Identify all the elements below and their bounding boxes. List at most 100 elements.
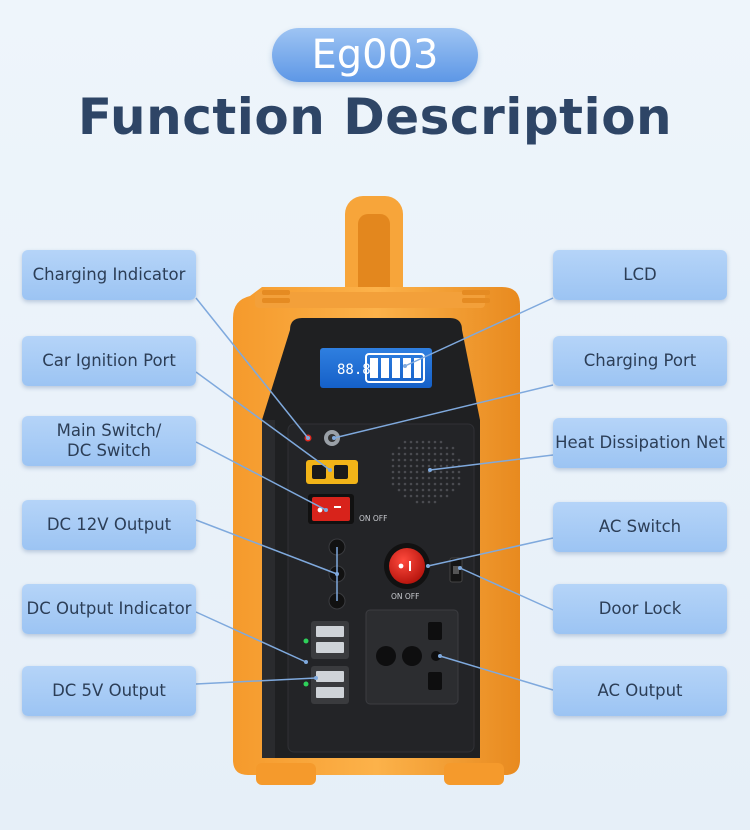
- grille-hole: [451, 488, 455, 492]
- grille-hole: [415, 488, 419, 492]
- grille-hole: [415, 464, 419, 468]
- grille-hole: [451, 470, 455, 474]
- grille-hole: [415, 476, 419, 480]
- grille-hole: [427, 440, 431, 444]
- grille-hole: [403, 446, 407, 450]
- grille-hole: [451, 476, 455, 480]
- front-panel: [262, 318, 480, 758]
- grille-hole: [427, 452, 431, 456]
- grille-hole: [397, 470, 401, 474]
- grille-hole: [427, 470, 431, 474]
- grille-hole: [403, 470, 407, 474]
- grille-hole: [421, 458, 425, 462]
- grille-hole: [439, 458, 443, 462]
- grille-hole: [403, 440, 407, 444]
- grille-hole: [457, 464, 461, 468]
- grille-hole: [409, 488, 413, 492]
- grille-hole: [445, 482, 449, 486]
- grille-hole: [433, 464, 437, 468]
- grille-hole: [409, 440, 413, 444]
- grille-hole: [421, 464, 425, 468]
- grille-hole: [439, 440, 443, 444]
- grille-hole: [421, 500, 425, 504]
- grille-hole: [427, 494, 431, 498]
- grille-hole: [451, 482, 455, 486]
- grille-hole: [445, 458, 449, 462]
- grille-hole: [403, 488, 407, 492]
- grille-hole: [457, 470, 461, 474]
- grille-hole: [421, 470, 425, 474]
- grille-hole: [421, 446, 425, 450]
- grille-hole: [439, 446, 443, 450]
- grille-hole: [421, 482, 425, 486]
- door-lock: [449, 557, 463, 583]
- usb-5v-outputs: [303, 621, 349, 704]
- grille-hole: [391, 470, 395, 474]
- label-dc-output-indicator: DC Output Indicator: [22, 584, 196, 634]
- grille-hole: [397, 488, 401, 492]
- label-dc-5v-output: DC 5V Output: [22, 666, 196, 716]
- label-charging-port: Charging Port: [553, 336, 727, 386]
- main-switch-caption: ON OFF: [359, 514, 387, 523]
- car-ignition-port: [306, 460, 358, 484]
- dc-output-indicator-led: [303, 638, 309, 644]
- grille-hole: [451, 458, 455, 462]
- grille-hole: [433, 458, 437, 462]
- grille-hole: [445, 452, 449, 456]
- grille-hole: [415, 452, 419, 456]
- grille-hole: [427, 458, 431, 462]
- device-body: [233, 287, 520, 785]
- grille-hole: [433, 446, 437, 450]
- grille-hole: [391, 458, 395, 462]
- model-badge: Eg003: [272, 28, 478, 82]
- label-lcd: LCD: [553, 250, 727, 300]
- grille-hole: [445, 470, 449, 474]
- grille-hole: [427, 500, 431, 504]
- grille-hole: [415, 446, 419, 450]
- grille-hole: [451, 446, 455, 450]
- grille-hole: [421, 494, 425, 498]
- grille-hole: [409, 482, 413, 486]
- grille-hole: [409, 446, 413, 450]
- connector-lines: [195, 297, 554, 691]
- grille-hole: [409, 476, 413, 480]
- grille-hole: [439, 470, 443, 474]
- grille-hole: [403, 476, 407, 480]
- grille-hole: [415, 470, 419, 474]
- grille-hole: [403, 458, 407, 462]
- grille-hole: [397, 464, 401, 468]
- label-dc-12v-output: DC 12V Output: [22, 500, 196, 550]
- ac-switch-caption: ON OFF: [391, 592, 419, 601]
- grille-hole: [421, 488, 425, 492]
- grille-hole: [403, 482, 407, 486]
- grille-hole: [451, 452, 455, 456]
- grille-hole: [397, 458, 401, 462]
- grille-hole: [433, 482, 437, 486]
- grille-hole: [415, 458, 419, 462]
- main-switch: ON OFF: [308, 494, 387, 524]
- grille-hole: [409, 470, 413, 474]
- grille-hole: [439, 452, 443, 456]
- grille-hole: [397, 452, 401, 456]
- handle: [345, 196, 403, 316]
- grille-hole: [439, 464, 443, 468]
- grille-hole: [421, 476, 425, 480]
- grille-hole: [439, 488, 443, 492]
- grille-hole: [409, 452, 413, 456]
- grille-hole: [397, 476, 401, 480]
- ac-switch: ON OFF: [384, 543, 430, 601]
- dc-12v-outputs: [328, 538, 346, 610]
- label-ac-output: AC Output: [553, 666, 727, 716]
- grille-hole: [445, 464, 449, 468]
- label-door-lock: Door Lock: [553, 584, 727, 634]
- grille-hole: [409, 464, 413, 468]
- charging-port: [324, 430, 340, 446]
- grille-hole: [445, 494, 449, 498]
- grille-hole: [421, 440, 425, 444]
- grille-hole: [409, 494, 413, 498]
- grille-hole: [457, 476, 461, 480]
- label-charging-indicator: Charging Indicator: [22, 250, 196, 300]
- grille-hole: [403, 494, 407, 498]
- charging-indicator-led: [304, 434, 312, 442]
- grille-hole: [439, 476, 443, 480]
